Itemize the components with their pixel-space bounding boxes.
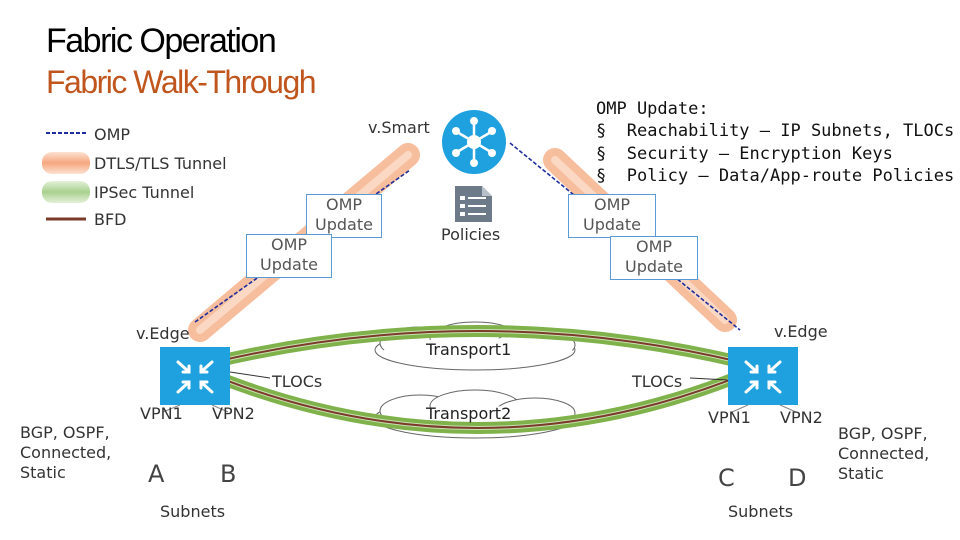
vsmart-label: v.Smart: [368, 118, 430, 137]
bfd-line-bottom: [214, 375, 741, 429]
site-b-label: B: [220, 460, 237, 488]
vpn1-left-label: VPN1: [140, 404, 183, 423]
site-c-label: C: [718, 464, 735, 492]
omp-update-box: OMP Update: [610, 236, 698, 280]
routing-left-label: BGP, OSPF, Connected, Static: [20, 423, 112, 482]
omp-update-box: OMP Update: [246, 234, 332, 278]
subnets-right-label: Subnets: [728, 502, 794, 521]
omp-update-bullet: § Reachability – IP Subnets, TLOCs: [596, 121, 955, 141]
policies-label: Policies: [441, 225, 501, 244]
vsmart-hub-icon: [442, 110, 506, 174]
omp-update-bullet: § Policy – Data/App-route Policies: [596, 166, 955, 186]
vedge-left-label: v.Edge: [136, 324, 190, 343]
routing-right-label: BGP, OSPF, Connected, Static: [838, 424, 930, 483]
omp-link-right: [509, 142, 741, 331]
omp-update-box: OMP Update: [306, 194, 382, 238]
vedge-left-router-icon: [160, 347, 230, 405]
vedge-right-label: v.Edge: [774, 322, 828, 341]
page-subtitle: Fabric Walk-Through: [46, 64, 317, 100]
legend-label-ipsec: IPSec Tunnel: [94, 183, 195, 202]
omp-update-box: OMP Update: [568, 194, 656, 238]
legend-label-dtls: DTLS/TLS Tunnel: [94, 154, 227, 173]
omp-update-heading: OMP Update:: [596, 99, 709, 119]
page-title: Fabric Operation: [46, 22, 277, 60]
legend-label-bfd: BFD: [94, 210, 127, 229]
vpn2-right-label: VPN2: [780, 408, 823, 427]
bfd-line-top: [214, 330, 741, 363]
tlocs-right-label: TLOCs: [632, 372, 683, 391]
legend-dtls-tunnel: [42, 152, 90, 174]
vpn2-left-label: VPN2: [212, 404, 255, 423]
tloc-line-right: [689, 377, 729, 381]
site-a-label: A: [148, 460, 165, 488]
transport2-label: Transport2: [426, 404, 512, 423]
vpn1-right-label: VPN1: [708, 408, 751, 427]
subnets-left-label: Subnets: [160, 502, 226, 521]
vedge-right-router-icon: [728, 347, 798, 405]
tloc-line-left: [229, 371, 271, 379]
legend-label-omp: OMP: [94, 125, 131, 144]
omp-update-bullet: § Security – Encryption Keys: [596, 144, 893, 164]
legend-ipsec-tunnel: [42, 181, 90, 203]
site-d-label: D: [788, 464, 807, 492]
policy-document-icon: [455, 186, 492, 222]
tlocs-left-label: TLOCs: [272, 372, 323, 391]
transport1-label: Transport1: [426, 340, 512, 359]
